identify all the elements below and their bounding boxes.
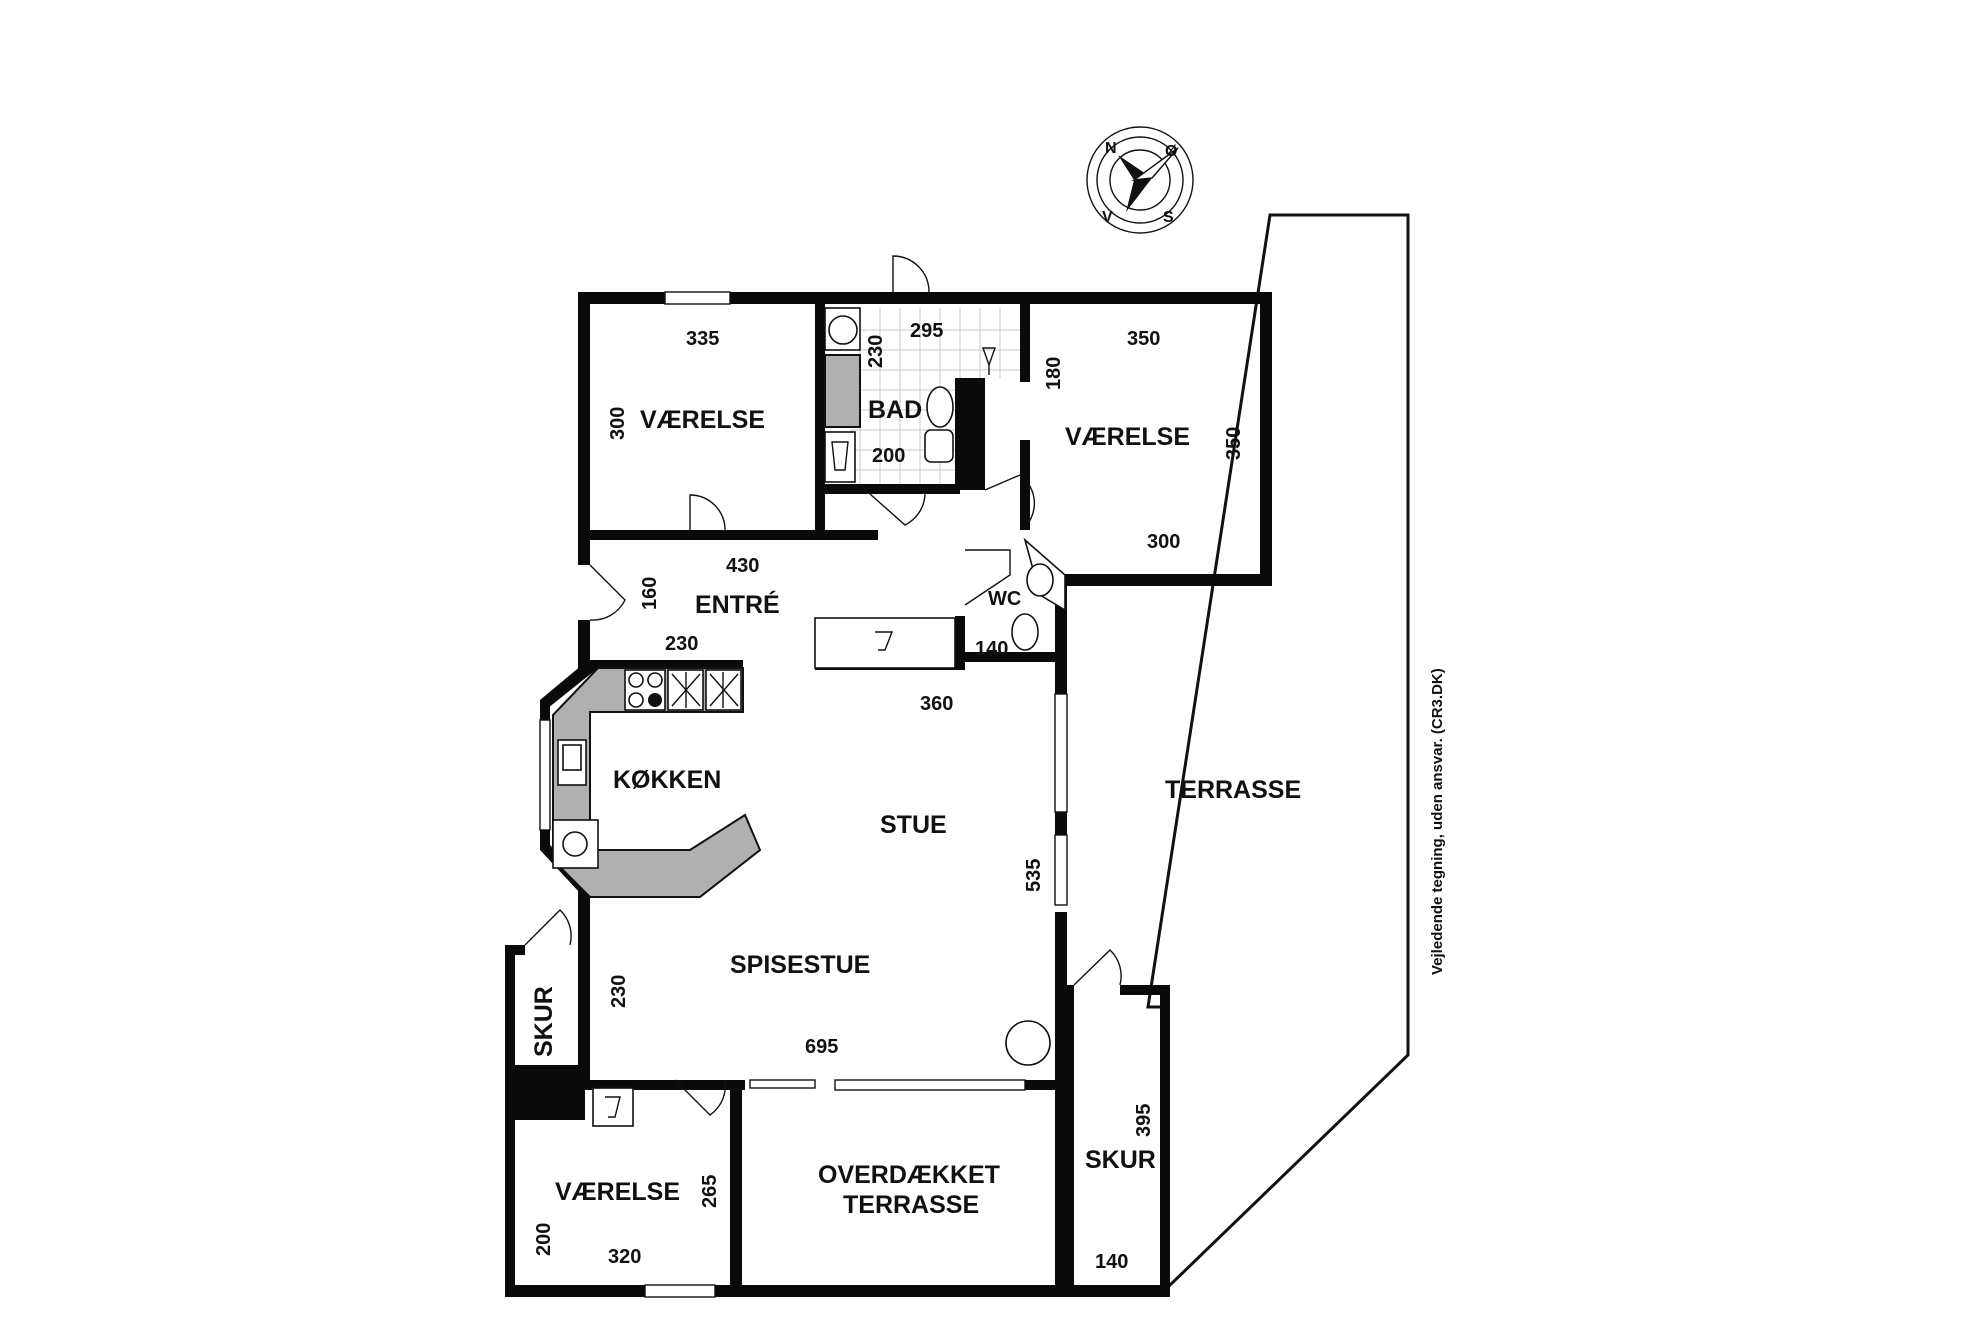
room-label-bad: BAD <box>868 396 922 424</box>
dim-vr-a: 180 <box>1043 357 1065 390</box>
dim-spise-height: 230 <box>608 975 630 1008</box>
compass-needle <box>1118 155 1152 212</box>
terrace-outline <box>1146 213 1410 1291</box>
bottom-room-sink <box>592 1087 634 1127</box>
wc-fixtures <box>964 537 1066 651</box>
dim-bad-c: 200 <box>872 445 905 467</box>
entry-counter <box>814 617 956 669</box>
dining-stove <box>1005 1020 1051 1066</box>
dim-entre-b: 160 <box>639 577 661 610</box>
room-label-skur-left: SKUR <box>530 986 558 1057</box>
bathroom-fixtures <box>824 307 996 483</box>
compass-south-label: S <box>1163 209 1174 226</box>
dim-vr-height: 350 <box>1223 427 1245 460</box>
room-label-overdaekket-line2: TERRASSE <box>843 1191 979 1219</box>
windows <box>539 291 1068 1298</box>
room-label-koekken: KØKKEN <box>613 766 721 794</box>
room-label-vaerelse-left: VÆRELSE <box>640 406 765 434</box>
doors <box>524 255 1122 1116</box>
dim-entre-a: 430 <box>726 555 759 577</box>
dim-bad-a: 230 <box>865 335 887 368</box>
room-label-entre: ENTRÉ <box>695 590 780 619</box>
room-label-spisestue: SPISESTUE <box>730 951 870 979</box>
room-label-overdaekket-line1: OVERDÆKKET <box>818 1161 1000 1189</box>
dim-vb-b: 320 <box>608 1246 641 1268</box>
room-label-terrasse: TERRASSE <box>1165 776 1301 804</box>
compass: N Ø S V <box>1086 126 1194 234</box>
compass-east-label: Ø <box>1165 143 1177 160</box>
room-label-vaerelse-bottom: VÆRELSE <box>555 1178 680 1206</box>
dim-vb-height: 265 <box>699 1175 721 1208</box>
dim-skur-r-height: 395 <box>1133 1104 1155 1137</box>
dim-skur-r-width: 140 <box>1095 1251 1128 1273</box>
disclaimer: Vejledende tegning, uden ansvar. (CR3.DK… <box>1429 668 1446 975</box>
room-label-skur-right: SKUR <box>1085 1146 1156 1174</box>
kitchen-counter <box>552 667 762 898</box>
dim-vl-width: 335 <box>686 328 719 350</box>
dim-vb-a: 200 <box>533 1223 555 1256</box>
room-label-vaerelse-right: VÆRELSE <box>1065 423 1190 451</box>
room-label-stue: STUE <box>880 811 947 839</box>
dim-stue-width: 360 <box>920 693 953 715</box>
dim-vr-width: 350 <box>1127 328 1160 350</box>
compass-north-label: N <box>1105 140 1117 157</box>
compass-west-label: V <box>1102 209 1113 226</box>
dim-wc: 140 <box>975 638 1008 660</box>
dim-entre-c: 230 <box>665 633 698 655</box>
dim-vl-height: 300 <box>607 407 629 440</box>
room-label-wc: WC <box>988 588 1021 610</box>
dim-bad-b: 295 <box>910 320 943 342</box>
dim-vr-b: 300 <box>1147 531 1180 553</box>
dim-spise-width: 695 <box>805 1036 838 1058</box>
dim-stue-height: 535 <box>1023 859 1045 892</box>
